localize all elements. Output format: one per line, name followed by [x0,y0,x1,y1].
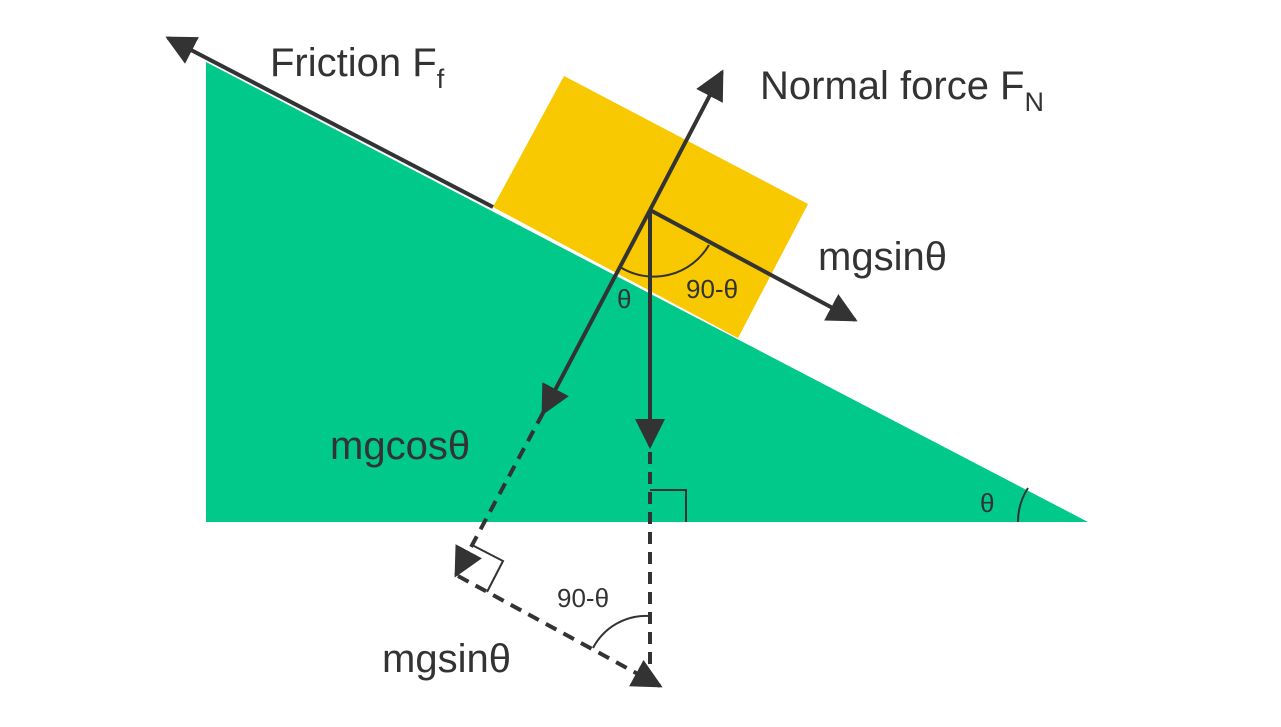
right-angle-marker-base [650,489,687,522]
theta-label-incline: θ [980,488,994,518]
mgsin-arrow-upper [649,208,858,322]
angle-arc-incline [1016,487,1029,523]
mgsin-label-lower: mgsinθ [382,637,511,681]
mgcos-arrow [541,209,652,416]
dashed-mgcos-extension [454,412,545,578]
normal-force-arrow [648,69,724,211]
angle-arc-lower [592,614,651,649]
right-angle-marker-lower [471,544,505,593]
ninety-minus-theta-label-block: 90-θ [686,274,738,304]
angle-arc-block [619,244,710,278]
ninety-minus-theta-label-lower: 90-θ [557,583,609,613]
theta-label-block: θ [617,284,631,314]
dashed-mgsin-lower [457,574,663,688]
friction-label: Friction Ff [270,41,445,94]
normal-force-label: Normal force FN [760,64,1044,117]
incline-triangle [206,62,1088,522]
mgsin-label-upper: mgsinθ [818,235,947,279]
mgcos-label: mgcosθ [330,424,470,468]
friction-arrow [165,36,494,209]
